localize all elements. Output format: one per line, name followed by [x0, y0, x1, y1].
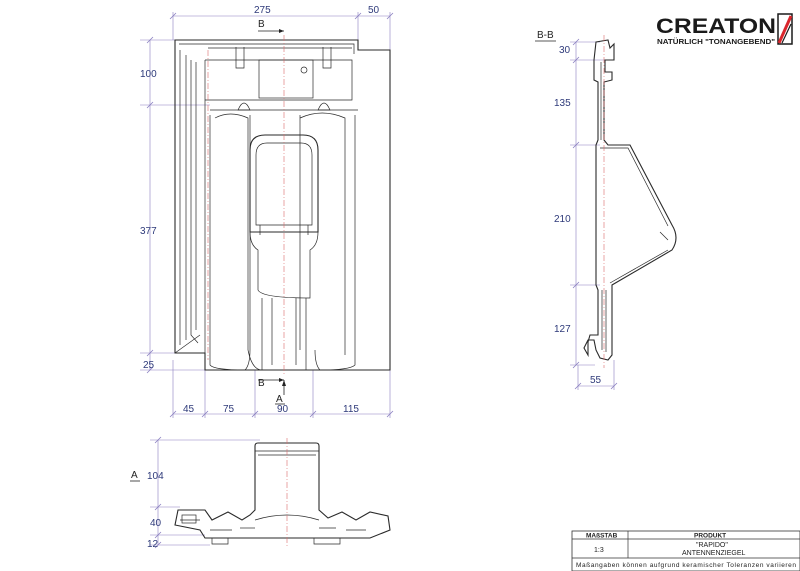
scale-header: MAßSTAB	[586, 533, 618, 540]
dim-side-104: 104	[147, 471, 164, 482]
dim-bottom-75: 75	[223, 404, 235, 415]
brand-tagline: NATÜRLICH "TONANGEBEND"	[657, 37, 775, 46]
section-mark-top: B	[258, 19, 265, 30]
dim-side-12: 12	[147, 539, 159, 550]
dim-height-377: 377	[140, 226, 157, 237]
dim-section-127: 127	[554, 324, 571, 335]
view-mark-a-side: A	[131, 470, 138, 481]
brand-name: CREATON	[656, 15, 776, 38]
dim-width-50: 50	[368, 5, 380, 16]
scale-value: 1:3	[594, 547, 604, 554]
front-view: 275 50 100 377 25 45 75 90 115 B B A	[140, 5, 394, 418]
dim-bottom-90: 90	[277, 404, 289, 415]
product-name: "RAPIDO"	[696, 542, 728, 549]
section-mark-bottom: B	[258, 378, 265, 389]
dim-bottom-45: 45	[183, 404, 195, 415]
dim-height-25: 25	[143, 360, 155, 371]
dim-height-100: 100	[140, 69, 157, 80]
dim-section-135: 135	[554, 98, 571, 109]
section-view-bb: B-B 30 135 210 127 55	[535, 30, 677, 390]
section-title: B-B	[537, 30, 554, 41]
dim-width-275: 275	[254, 5, 271, 16]
title-block: MAßSTAB PRODUKT 1:3 "RAPIDO" ANTENNENZIE…	[571, 530, 800, 571]
dim-side-40: 40	[150, 518, 162, 529]
brand-logo: CREATON NATÜRLICH "TONANGEBEND"	[656, 13, 793, 46]
dim-section-30: 30	[559, 45, 571, 56]
brand-emblem-icon	[777, 13, 793, 45]
tolerance-disclaimer: Maßangaben können aufgrund keramischer T…	[576, 562, 796, 569]
product-header: PRODUKT	[694, 533, 726, 540]
view-mark-a-front: A	[276, 394, 283, 405]
dim-section-210: 210	[554, 214, 571, 225]
dim-bottom-115: 115	[343, 404, 359, 415]
product-type: ANTENNENZIEGEL	[682, 550, 746, 557]
dim-section-55: 55	[590, 375, 602, 386]
side-view: 104 40 12 A	[130, 436, 391, 550]
